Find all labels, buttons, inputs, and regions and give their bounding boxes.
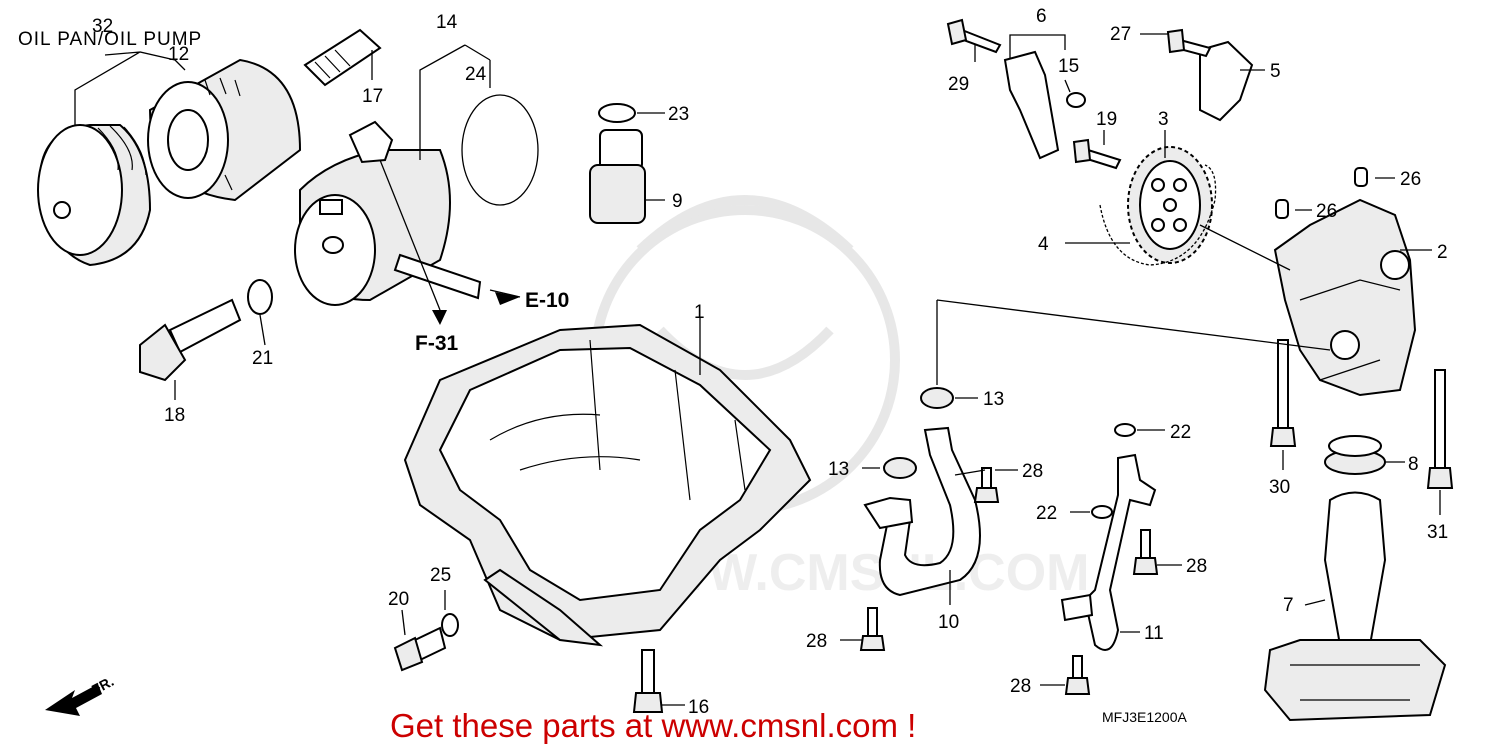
callout-25: 25 xyxy=(430,565,451,586)
callout-6: 6 xyxy=(1036,6,1047,27)
part-22-o-ring-lower[interactable] xyxy=(1091,505,1113,519)
leader-lines xyxy=(74,33,1441,706)
callout-4: 4 xyxy=(1038,234,1049,255)
callout-28-d: 28 xyxy=(1010,676,1031,697)
part-6-guide-plate[interactable] xyxy=(1003,50,1060,160)
callout-28-c: 28 xyxy=(1186,556,1207,577)
callout-13-upper: 13 xyxy=(983,389,1004,410)
e10-reference-arrow xyxy=(495,292,520,305)
part-23-washer[interactable] xyxy=(598,103,636,123)
callout-8: 8 xyxy=(1408,454,1419,475)
part-1-oil-pan[interactable] xyxy=(403,323,812,647)
part-7-oil-strainer[interactable] xyxy=(1263,491,1447,722)
promo-link-text[interactable]: Get these parts at www.cmsnl.com ! xyxy=(390,707,916,744)
callout-19: 19 xyxy=(1096,109,1117,130)
part-21-sealing-washer[interactable] xyxy=(247,279,273,315)
callout-16: 16 xyxy=(688,697,709,718)
callout-11: 11 xyxy=(1144,623,1164,644)
callout-20: 20 xyxy=(388,589,409,610)
part-29-bolt[interactable] xyxy=(946,18,1002,54)
callout-28-a: 28 xyxy=(1022,461,1043,482)
callout-12: 12 xyxy=(168,44,189,65)
part-8-o-ring[interactable] xyxy=(1324,435,1386,475)
callout-9: 9 xyxy=(672,191,683,212)
callout-26-upper: 26 xyxy=(1400,169,1421,190)
callout-21: 21 xyxy=(252,348,273,369)
part-26-dowel-pin-lower[interactable] xyxy=(1275,199,1289,219)
callout-22-lower: 22 xyxy=(1036,503,1057,524)
callout-17: 17 xyxy=(362,86,383,107)
part-14-oil-cooler[interactable] xyxy=(294,120,482,306)
part-31-bolt[interactable] xyxy=(1426,369,1454,489)
part-19-bolt[interactable] xyxy=(1072,138,1122,170)
callout-23: 23 xyxy=(668,104,689,125)
part-10-oil-pipe[interactable] xyxy=(863,426,981,597)
part-17-nipple[interactable] xyxy=(303,28,382,87)
reference-f-31: F-31 xyxy=(415,332,459,355)
callout-5: 5 xyxy=(1270,61,1281,82)
callout-30: 30 xyxy=(1269,477,1290,498)
callout-32: 32 xyxy=(92,16,113,37)
part-28-bolt-d[interactable] xyxy=(1064,655,1091,695)
callout-7: 7 xyxy=(1283,595,1294,616)
part-number-callouts: 32 12 14 24 17 23 9 21 18 1 6 15 29 27 5… xyxy=(92,6,1448,718)
f31-reference-arrow xyxy=(432,310,447,325)
callout-29: 29 xyxy=(948,74,969,95)
part-27-bolt[interactable] xyxy=(1166,28,1212,58)
callout-15: 15 xyxy=(1058,56,1079,77)
callout-24: 24 xyxy=(465,64,487,85)
callout-1: 1 xyxy=(694,302,705,323)
callout-13-lower: 13 xyxy=(828,459,849,480)
part-25-washer[interactable] xyxy=(441,613,459,637)
callout-18: 18 xyxy=(164,405,185,426)
callout-28-b: 28 xyxy=(806,631,827,652)
callout-2: 2 xyxy=(1437,242,1448,263)
part-3-oil-pump-sprocket[interactable] xyxy=(1127,146,1213,264)
callout-27: 27 xyxy=(1110,24,1131,45)
part-12-oil-filter[interactable] xyxy=(147,58,302,202)
part-5-chain-guide[interactable] xyxy=(1199,40,1254,122)
part-4-cam-chain[interactable] xyxy=(1099,164,1217,266)
part-20-drain-bolt[interactable] xyxy=(393,626,447,672)
part-26-dowel-pin-upper[interactable] xyxy=(1354,167,1368,187)
part-11-oil-pipe[interactable] xyxy=(1060,453,1157,651)
callout-31: 31 xyxy=(1427,522,1448,543)
part-9-oil-pressure-switch[interactable] xyxy=(589,129,646,224)
part-16-flange-bolt[interactable] xyxy=(632,649,664,713)
part-30-bolt[interactable] xyxy=(1269,339,1297,447)
part-13-o-ring-upper[interactable] xyxy=(920,387,954,409)
callout-3: 3 xyxy=(1158,109,1169,130)
part-22-o-ring-upper[interactable] xyxy=(1114,423,1136,437)
part-13-o-ring-lower[interactable] xyxy=(883,457,917,479)
part-32-oil-filter-cap[interactable] xyxy=(37,124,152,267)
callout-14: 14 xyxy=(436,12,458,33)
part-18-special-bolt[interactable] xyxy=(139,298,242,382)
diagram-title: OIL PAN/OIL PUMP xyxy=(18,29,202,50)
part-28-bolt-b[interactable] xyxy=(859,607,886,651)
diagram-code: MFJ3E1200A xyxy=(1102,709,1187,725)
reference-e-10: E-10 xyxy=(525,289,569,312)
part-24-o-ring[interactable] xyxy=(461,94,539,206)
part-28-bolt-a[interactable] xyxy=(973,467,1000,503)
front-direction-arrow xyxy=(45,684,102,716)
part-15-collar[interactable] xyxy=(1066,92,1086,108)
callout-26-lower: 26 xyxy=(1316,201,1337,222)
callout-22-upper: 22 xyxy=(1170,422,1191,443)
callout-10: 10 xyxy=(938,612,959,633)
part-2-oil-pump[interactable] xyxy=(1273,198,1417,397)
part-28-bolt-c[interactable] xyxy=(1132,529,1159,575)
